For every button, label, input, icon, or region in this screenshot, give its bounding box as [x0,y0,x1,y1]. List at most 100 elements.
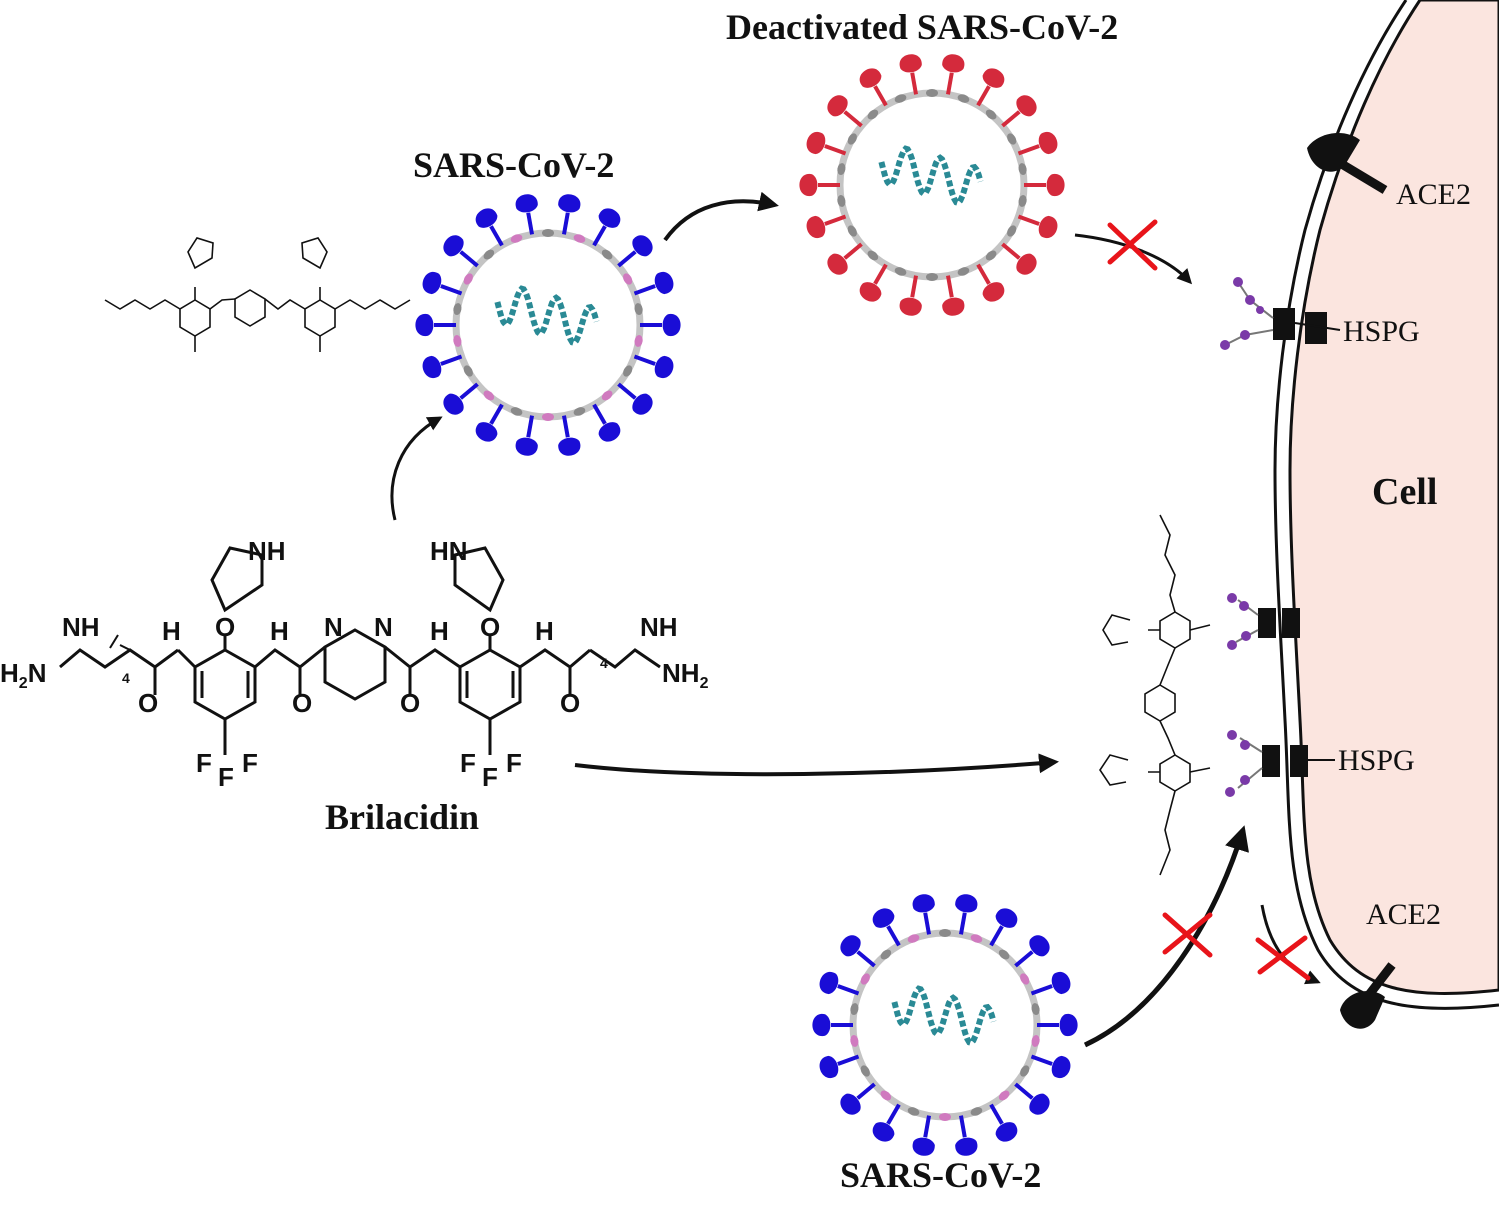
membrane-protein [926,273,938,281]
rna-genome [878,145,984,207]
spike-protein [806,131,826,155]
membrane-protein [837,195,846,207]
atom-nh-guanidine-right: NH [640,612,678,642]
membrane-protein [510,407,523,416]
membrane-protein [907,1107,920,1116]
virus-bottom-label: SARS-CoV-2 [840,1155,1042,1195]
membrane-protein [850,1003,859,1015]
spike-stalk [959,1115,967,1138]
membrane-protein [998,949,1010,960]
spike-protein [899,54,922,73]
membrane-protein [907,934,920,943]
ace2-receptor-bottom [1340,962,1396,1029]
membrane-protein [1018,195,1027,207]
deactivated-virus-label: Deactivated SARS-CoV-2 [726,7,1119,47]
spike-stalk [459,250,479,268]
spike-stalk [976,85,991,107]
virus-deactivated [799,54,1065,316]
cell-membrane-outer [1273,0,1499,1010]
membrane-protein [623,365,633,377]
spike-protein [899,297,922,316]
arrow-to-ace2-blocked [1260,904,1321,985]
hspg-top-label: HSPG [1343,315,1420,348]
spike-stalk [633,284,656,296]
spike-stalk [989,925,1004,947]
hspg-bottom [1225,730,1335,797]
ace2-bottom-label: ACE2 [1366,898,1441,931]
membrane-protein [867,250,879,261]
membrane-protein [939,1113,951,1121]
drug-label: Brilacidin [325,797,480,837]
membrane-protein [894,267,907,276]
hspg-middle [1227,593,1300,650]
membrane-protein [926,89,938,97]
atom-f-right-1: F [460,748,476,778]
spike-stalk [886,1103,901,1125]
spike-stalk [856,1082,876,1100]
spike-protein [995,1122,1018,1142]
atom-n-pyrimidine-1: N [324,612,343,642]
atom-chain-count-right: 4 [600,655,608,671]
spike-protein [1059,1014,1078,1036]
membrane-protein [463,273,473,285]
membrane-protein [1007,225,1017,237]
spike-protein [422,355,442,379]
spike-protein [840,935,861,957]
membrane-protein [847,225,857,237]
membrane-protein [1031,1003,1040,1015]
spike-stalk [856,950,876,968]
spike-protein [558,194,581,213]
membrane-protein [1031,1035,1040,1047]
brilacidin-structure-small [104,237,411,352]
spike-protein [942,297,965,316]
spike-protein [1038,131,1058,155]
membrane-protein [483,249,495,260]
membrane-protein [601,390,613,401]
atom-nh2: NH2 [662,658,709,693]
spike-protein [662,314,681,336]
spike-stalk [989,1103,1004,1125]
membrane-protein [957,94,970,103]
spike-protein [1029,935,1050,957]
membrane-protein [1020,973,1030,985]
spike-stalk [910,275,918,298]
membrane-protein [867,109,879,120]
membrane-protein [939,929,951,937]
cell-label: Cell [1372,471,1438,513]
spike-protein [654,271,674,295]
spike-protein [422,271,442,295]
spike-protein [515,437,538,456]
spike-stalk [592,403,607,425]
spike-stalk [562,212,570,235]
spike-protein [819,1055,839,1079]
atom-chain-count-left: 4 [122,670,130,686]
spike-protein [632,393,653,415]
block-cross-deactivated-entry [1107,219,1158,271]
spike-stalk [976,263,991,285]
atom-o-carbonyl-3: O [400,688,421,718]
spike-stalk [873,263,888,285]
atom-h-amide-1: H [162,616,181,646]
atom-nh-guanidine-left: NH [62,612,100,642]
membrane-protein [957,267,970,276]
spike-stalk [633,354,656,366]
atom-h-amide-3: H [430,616,449,646]
spike-protein [840,1093,861,1115]
atom-o-left: O [215,612,236,642]
rna-genome [891,985,997,1047]
spike-stalk [843,110,863,128]
membrane-protein [573,407,586,416]
membrane-protein [894,94,907,103]
hspg-top [1220,277,1341,350]
atom-n-pyrimidine-2: N [374,612,393,642]
cell-body [1288,0,1499,995]
atom-o-carbonyl-4: O [560,688,581,718]
spike-stalk [440,354,463,366]
spike-stalk [562,415,570,438]
cell [1273,0,1499,1010]
spike-stalk [843,242,863,260]
membrane-protein [573,234,586,243]
atom-o-carbonyl-1: O [138,688,159,718]
spike-protein [1046,174,1065,196]
